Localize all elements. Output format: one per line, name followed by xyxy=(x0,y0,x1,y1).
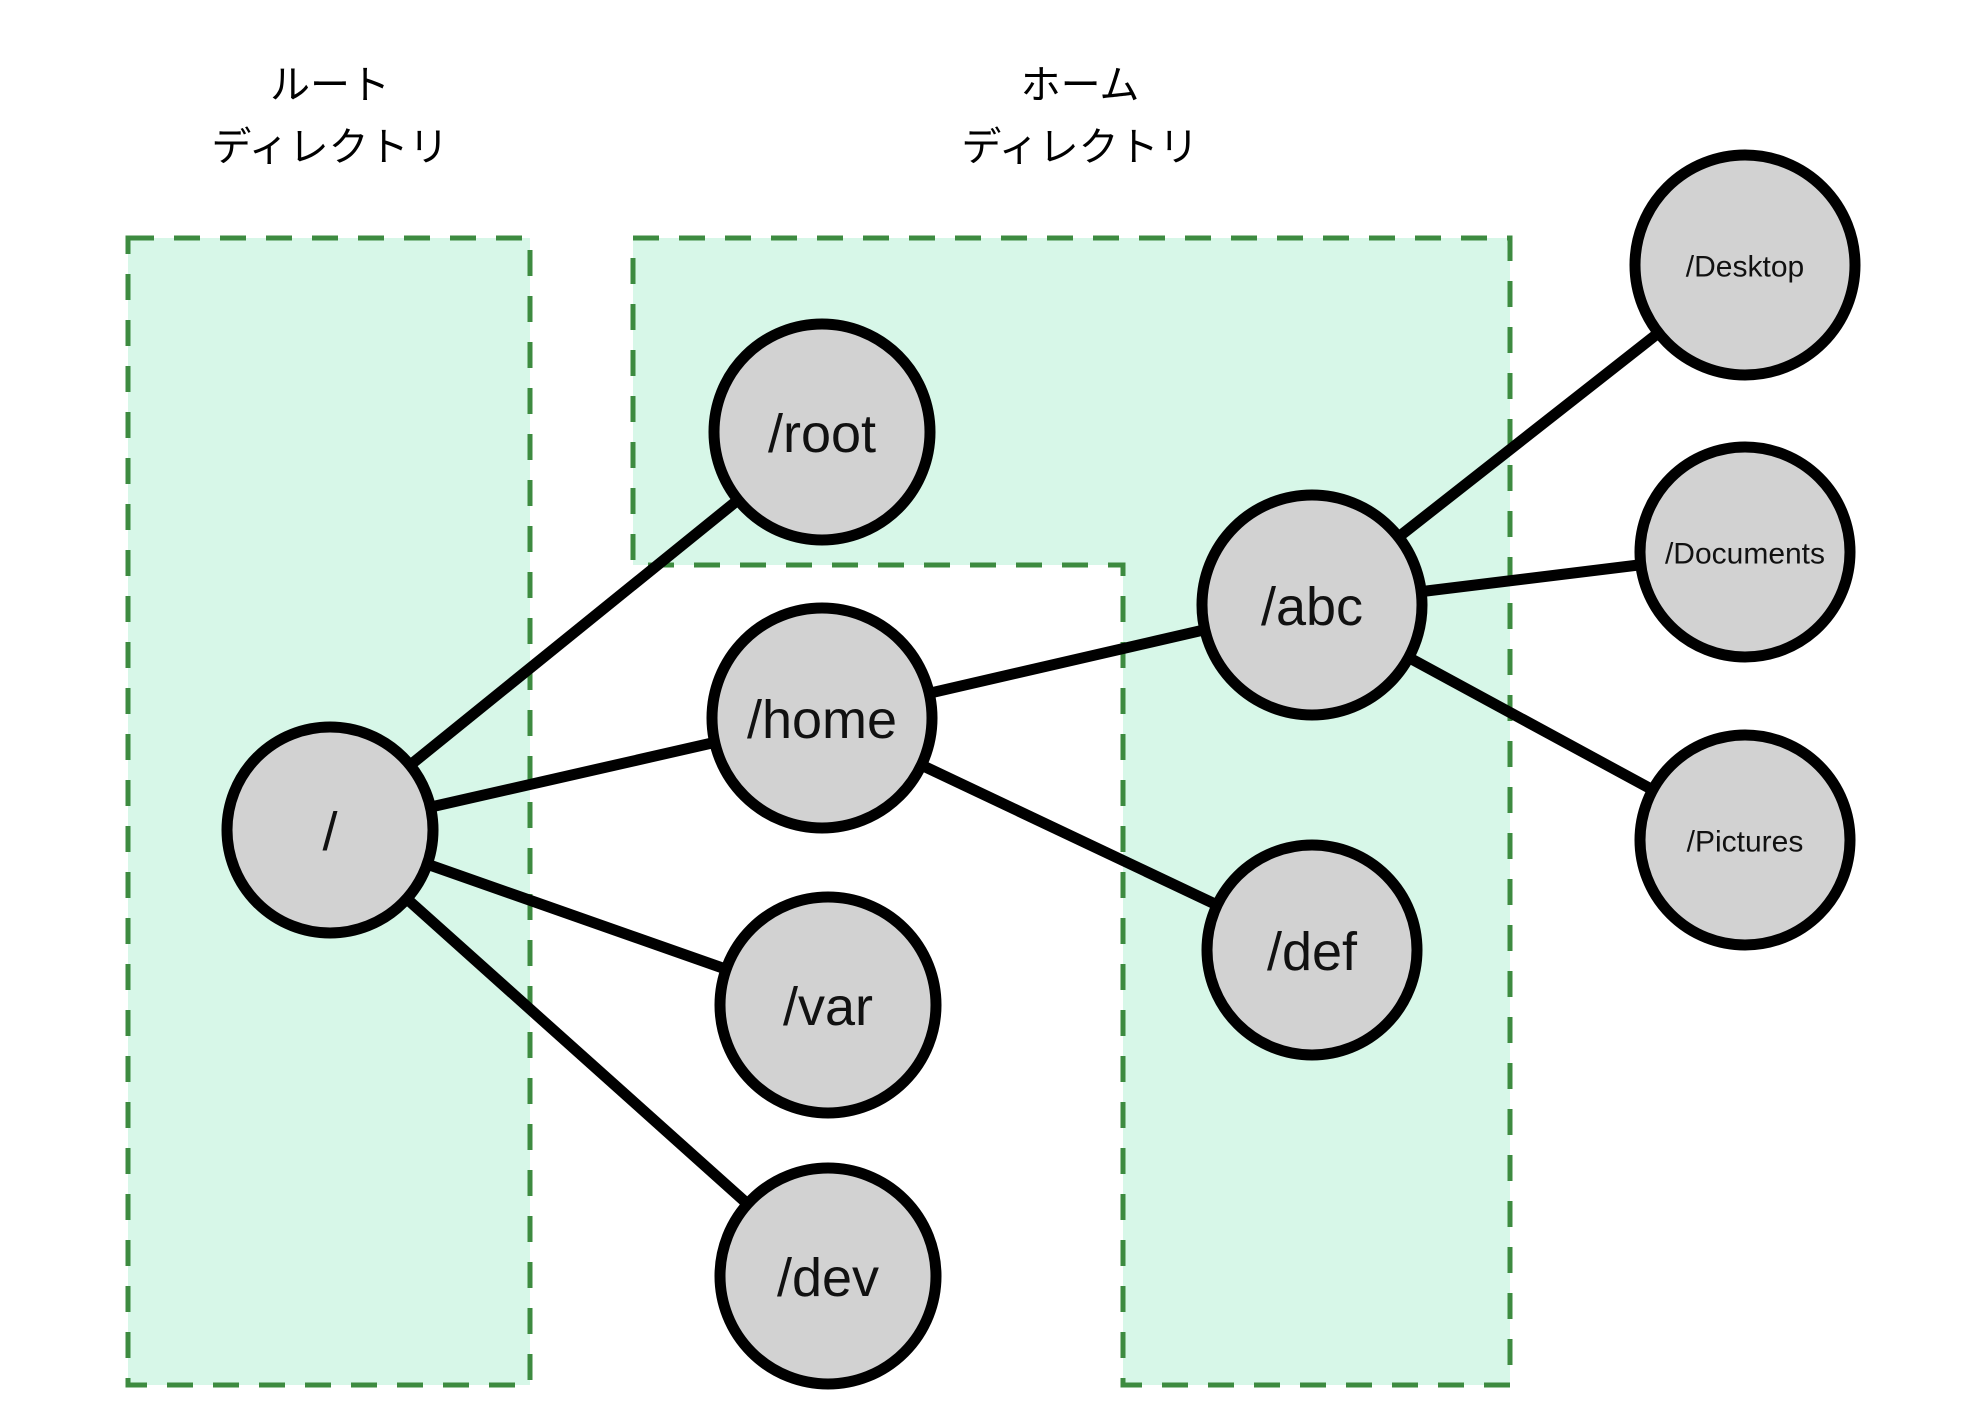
home-dir-label-line1: ホーム xyxy=(1021,64,1140,108)
node-label-pictures: /Pictures xyxy=(1687,826,1804,859)
node-circle-pictures[interactable] xyxy=(1634,729,1856,951)
edge-abc-desktop xyxy=(1391,326,1666,544)
edge-root-rootdir xyxy=(403,493,745,773)
home-dir-label-line2: ディレクトリ xyxy=(961,126,1198,170)
node-root[interactable]: / xyxy=(221,721,439,939)
root-dir-label-line1: ルート xyxy=(270,64,390,108)
node-circle-home[interactable] xyxy=(706,602,938,834)
edges-layer xyxy=(400,326,1666,1211)
node-label-abc: /abc xyxy=(1261,577,1363,637)
node-label-var: /var xyxy=(783,977,873,1037)
root-dir-label-line2: ディレクトリ xyxy=(211,126,448,170)
node-def[interactable]: /def xyxy=(1201,839,1423,1061)
node-circle-dev[interactable] xyxy=(714,1162,942,1390)
node-circle-def[interactable] xyxy=(1201,839,1423,1061)
node-label-desktop: /Desktop xyxy=(1686,251,1804,284)
node-home[interactable]: /home xyxy=(706,602,938,834)
edge-root-home xyxy=(425,736,720,814)
node-var[interactable]: /var xyxy=(714,891,942,1119)
node-label-def: /def xyxy=(1267,922,1358,982)
edge-home-def xyxy=(915,758,1224,912)
edge-root-dev xyxy=(400,891,755,1211)
node-circle-root[interactable] xyxy=(221,721,439,939)
node-label-dev: /dev xyxy=(777,1248,879,1308)
edge-abc-pictures xyxy=(1402,650,1659,797)
node-circle-documents[interactable] xyxy=(1634,441,1856,663)
nodes-layer: / /root/home/var/dev/abc/def/Desktop/Docu… xyxy=(221,149,1861,1390)
edge-abc-documents xyxy=(1416,558,1646,598)
node-circle-var[interactable] xyxy=(714,891,942,1119)
node-label-documents: /Documents xyxy=(1665,538,1825,571)
edge-root-var xyxy=(421,857,732,976)
node-circle-abc[interactable] xyxy=(1196,489,1428,721)
edge-home-abc xyxy=(924,623,1210,700)
node-pictures[interactable]: /Pictures xyxy=(1634,729,1856,951)
node-desktop[interactable]: /Desktop xyxy=(1629,149,1861,381)
node-circle-desktop[interactable] xyxy=(1629,149,1861,381)
node-label-rootdir: /root xyxy=(768,404,876,464)
node-abc[interactable]: /abc xyxy=(1196,489,1428,721)
node-label-root: / xyxy=(322,802,337,862)
node-label-home: /home xyxy=(747,690,897,750)
node-documents[interactable]: /Documents xyxy=(1634,441,1856,663)
node-rootdir[interactable]: /root xyxy=(708,318,936,546)
node-circle-rootdir[interactable] xyxy=(708,318,936,546)
node-dev[interactable]: /dev xyxy=(714,1162,942,1390)
